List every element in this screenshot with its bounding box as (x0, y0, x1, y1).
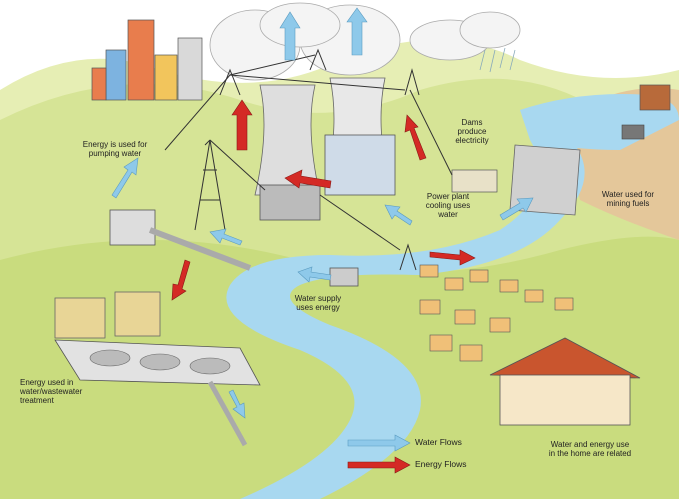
legend-energy-label: Energy Flows (415, 459, 467, 469)
clouds (209, 2, 521, 81)
dam (451, 144, 581, 216)
label-dams: Dams produce electricity (455, 118, 489, 145)
transmission-towers (164, 48, 453, 271)
label-treatment: Energy used in water/wastewater treatmen… (20, 378, 83, 405)
water-arrow-dam (499, 197, 534, 221)
water-arrow-pumping (111, 157, 139, 199)
rain (479, 47, 516, 73)
energy-arrow-dam (404, 114, 427, 161)
water-arrow-pipe (209, 228, 243, 246)
power-plant (259, 134, 396, 221)
mine (621, 84, 671, 140)
neighborhood (419, 264, 574, 362)
city-skyline (91, 19, 203, 101)
treatment-plant (54, 291, 261, 447)
water-supply-pump (329, 267, 359, 287)
water-arrow-steam-right (346, 7, 368, 56)
water-arrow-treatment (228, 389, 246, 419)
energy-arrow-plant (284, 169, 332, 189)
energy-arrow-pumping (171, 259, 191, 301)
label-pumping: Energy is used for pumping water (82, 140, 148, 158)
energy-flow-arrows (171, 99, 476, 474)
label-mining: Water used for mining fuels (601, 190, 655, 208)
water-flow-arrows (111, 7, 534, 452)
legend-water-arrow (347, 434, 411, 452)
legend-energy-arrow (347, 456, 411, 474)
label-supply: Water supply uses energy (294, 294, 342, 312)
energy-arrow-tower (231, 99, 253, 151)
label-home: Water and energy use in the home are rel… (548, 440, 632, 458)
energy-arrow-town (429, 249, 476, 266)
legend-water-label: Water Flows (415, 437, 462, 447)
label-cooling: Power plant cooling uses water (425, 192, 471, 219)
water-arrow-cooling (384, 204, 413, 226)
home-cutaway (489, 337, 641, 426)
water-arrow-steam-left (279, 11, 301, 61)
water-arrow-supply (297, 266, 332, 283)
pumping-station (109, 209, 252, 271)
